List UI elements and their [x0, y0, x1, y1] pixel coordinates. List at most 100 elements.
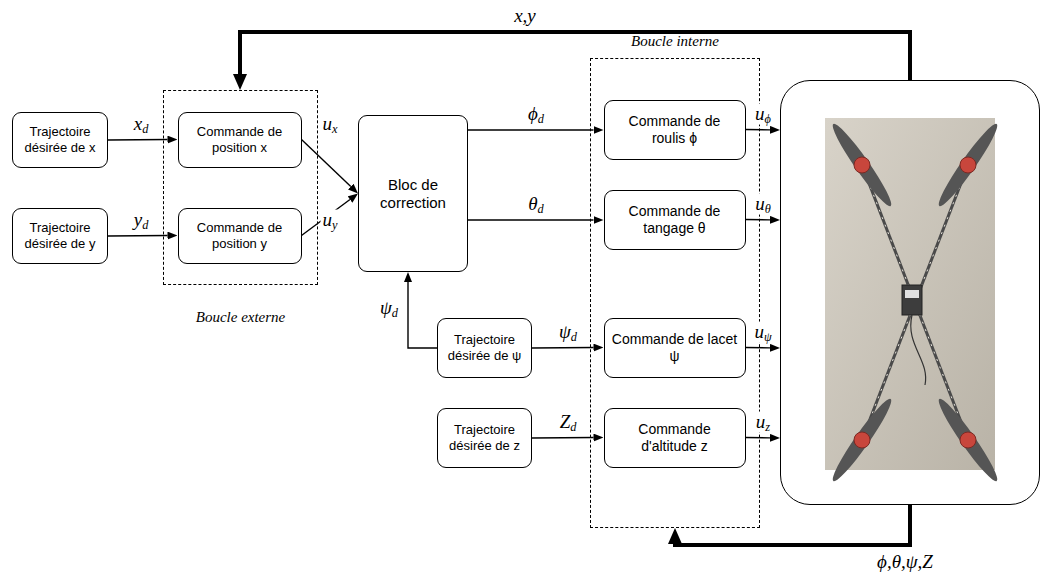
controller-box: Commande de position x [178, 112, 302, 168]
symbol: Z [560, 411, 571, 432]
propeller-blade [934, 120, 1003, 210]
signal-label: ψd [378, 298, 400, 319]
box-text: Commande d'altitude z [611, 421, 739, 455]
box-text: Commande de lacet ψ [611, 331, 739, 365]
box-text: Commande de tangage θ [611, 203, 739, 237]
subscript: ϕ [765, 112, 771, 126]
feedback-arrow [675, 505, 910, 545]
motor [854, 432, 870, 448]
signal-arrow [302, 140, 351, 187]
quadrotor-box [780, 80, 1040, 505]
drone-arm [862, 165, 968, 440]
symbol: u [323, 209, 333, 230]
subscript: ψ [764, 330, 772, 344]
trajectory-box: Trajectoire désirée de x [12, 112, 108, 168]
propeller-blade [828, 120, 897, 210]
signal-arrow [532, 347, 594, 349]
symbol: x [134, 113, 142, 134]
signal-label: uy [321, 210, 340, 231]
motor [960, 432, 976, 448]
controller-box: Commande de lacet ψ [604, 318, 746, 378]
signal-label: uψ [752, 322, 773, 343]
loop-label: Boucle interne [551, 32, 799, 50]
signal-arrow [746, 129, 771, 131]
signal-arrow [532, 437, 594, 439]
signal-arrow [746, 437, 771, 439]
trajectory-box: Trajectoire désirée de z [437, 408, 532, 468]
symbol: θ [528, 193, 537, 214]
signal-label: uϕ [753, 104, 773, 125]
signal-label: uθ [753, 194, 773, 215]
drone-board [905, 290, 919, 298]
signal-label: Zd [558, 412, 579, 433]
signal-arrow [108, 139, 168, 141]
box-text: Bloc de correction [365, 176, 461, 212]
drone-arm-tape [862, 165, 968, 440]
controller-box: Commande d'altitude z [604, 408, 746, 468]
signal-arrow [468, 219, 594, 220]
box-text: Commande de position x [185, 124, 295, 155]
signal-arrow [302, 199, 350, 235]
box-text: Commande de position y [185, 220, 295, 251]
box-text: Trajectoire désirée de x [19, 124, 101, 155]
signal-label: θd [526, 194, 546, 215]
signal-label: xd [132, 114, 151, 135]
signal-label: ϕd [526, 104, 546, 125]
subscript: θ [765, 202, 771, 216]
drone-cable [911, 315, 926, 385]
signal-label: uz [754, 412, 772, 433]
symbol: ψ [559, 321, 571, 342]
signal-arrow [408, 282, 437, 348]
propeller [828, 120, 1003, 485]
symbol: u [756, 411, 766, 432]
subscript: d [571, 330, 577, 344]
symbol: ψ [380, 297, 392, 318]
connectors [108, 32, 910, 545]
drone-body [902, 285, 922, 315]
photo-ground [825, 118, 995, 470]
signal-label: ux [321, 114, 340, 135]
symbol: u [755, 193, 765, 214]
signal-arrow [746, 347, 771, 349]
trajectory-box: Trajectoire désirée de y [12, 208, 108, 264]
trajectory-box: Trajectoire désirée de ψ [437, 318, 532, 378]
signal-label: ϕ,θ,ψ,Z [875, 552, 935, 573]
controller-box: Commande de roulis ϕ [604, 100, 746, 160]
box-text: Commande de roulis ϕ [611, 113, 739, 147]
inner-loop-group: Boucle interneCommande de roulis ϕComman… [590, 58, 760, 528]
signal-arrow [746, 219, 771, 221]
symbol: u [323, 113, 333, 134]
propeller-blade [934, 395, 1003, 485]
box-text: Trajectoire désirée de z [444, 422, 525, 453]
subscript: x [332, 122, 337, 136]
subscript: y [332, 218, 337, 232]
subscript: d [538, 112, 544, 126]
drone-arm [862, 165, 968, 440]
loop-label: Boucle externe [124, 308, 357, 326]
signal-arrow [108, 235, 168, 237]
controller-box: Commande de position y [178, 208, 302, 264]
symbol: y [134, 209, 142, 230]
subscript: d [142, 122, 148, 136]
motor [854, 157, 870, 173]
symbol: ϕ [528, 103, 538, 124]
correction-block: Bloc de correction [358, 115, 468, 272]
symbol: u [755, 103, 765, 124]
subscript: z [765, 420, 770, 434]
symbol: u [754, 321, 764, 342]
subscript: d [392, 306, 398, 320]
motor [960, 157, 976, 173]
subscript: d [142, 218, 148, 232]
controller-box: Commande de tangage θ [604, 190, 746, 250]
subscript: d [570, 420, 576, 434]
box-text: Trajectoire désirée de ψ [444, 332, 525, 363]
signal-label: ψd [557, 322, 579, 343]
propeller-blade [828, 395, 897, 485]
signal-arrow [468, 129, 594, 130]
signal-label: yd [132, 210, 151, 231]
feedback-arrow [240, 32, 910, 80]
outer-loop-group: Boucle externeCommande de position xComm… [163, 90, 318, 285]
